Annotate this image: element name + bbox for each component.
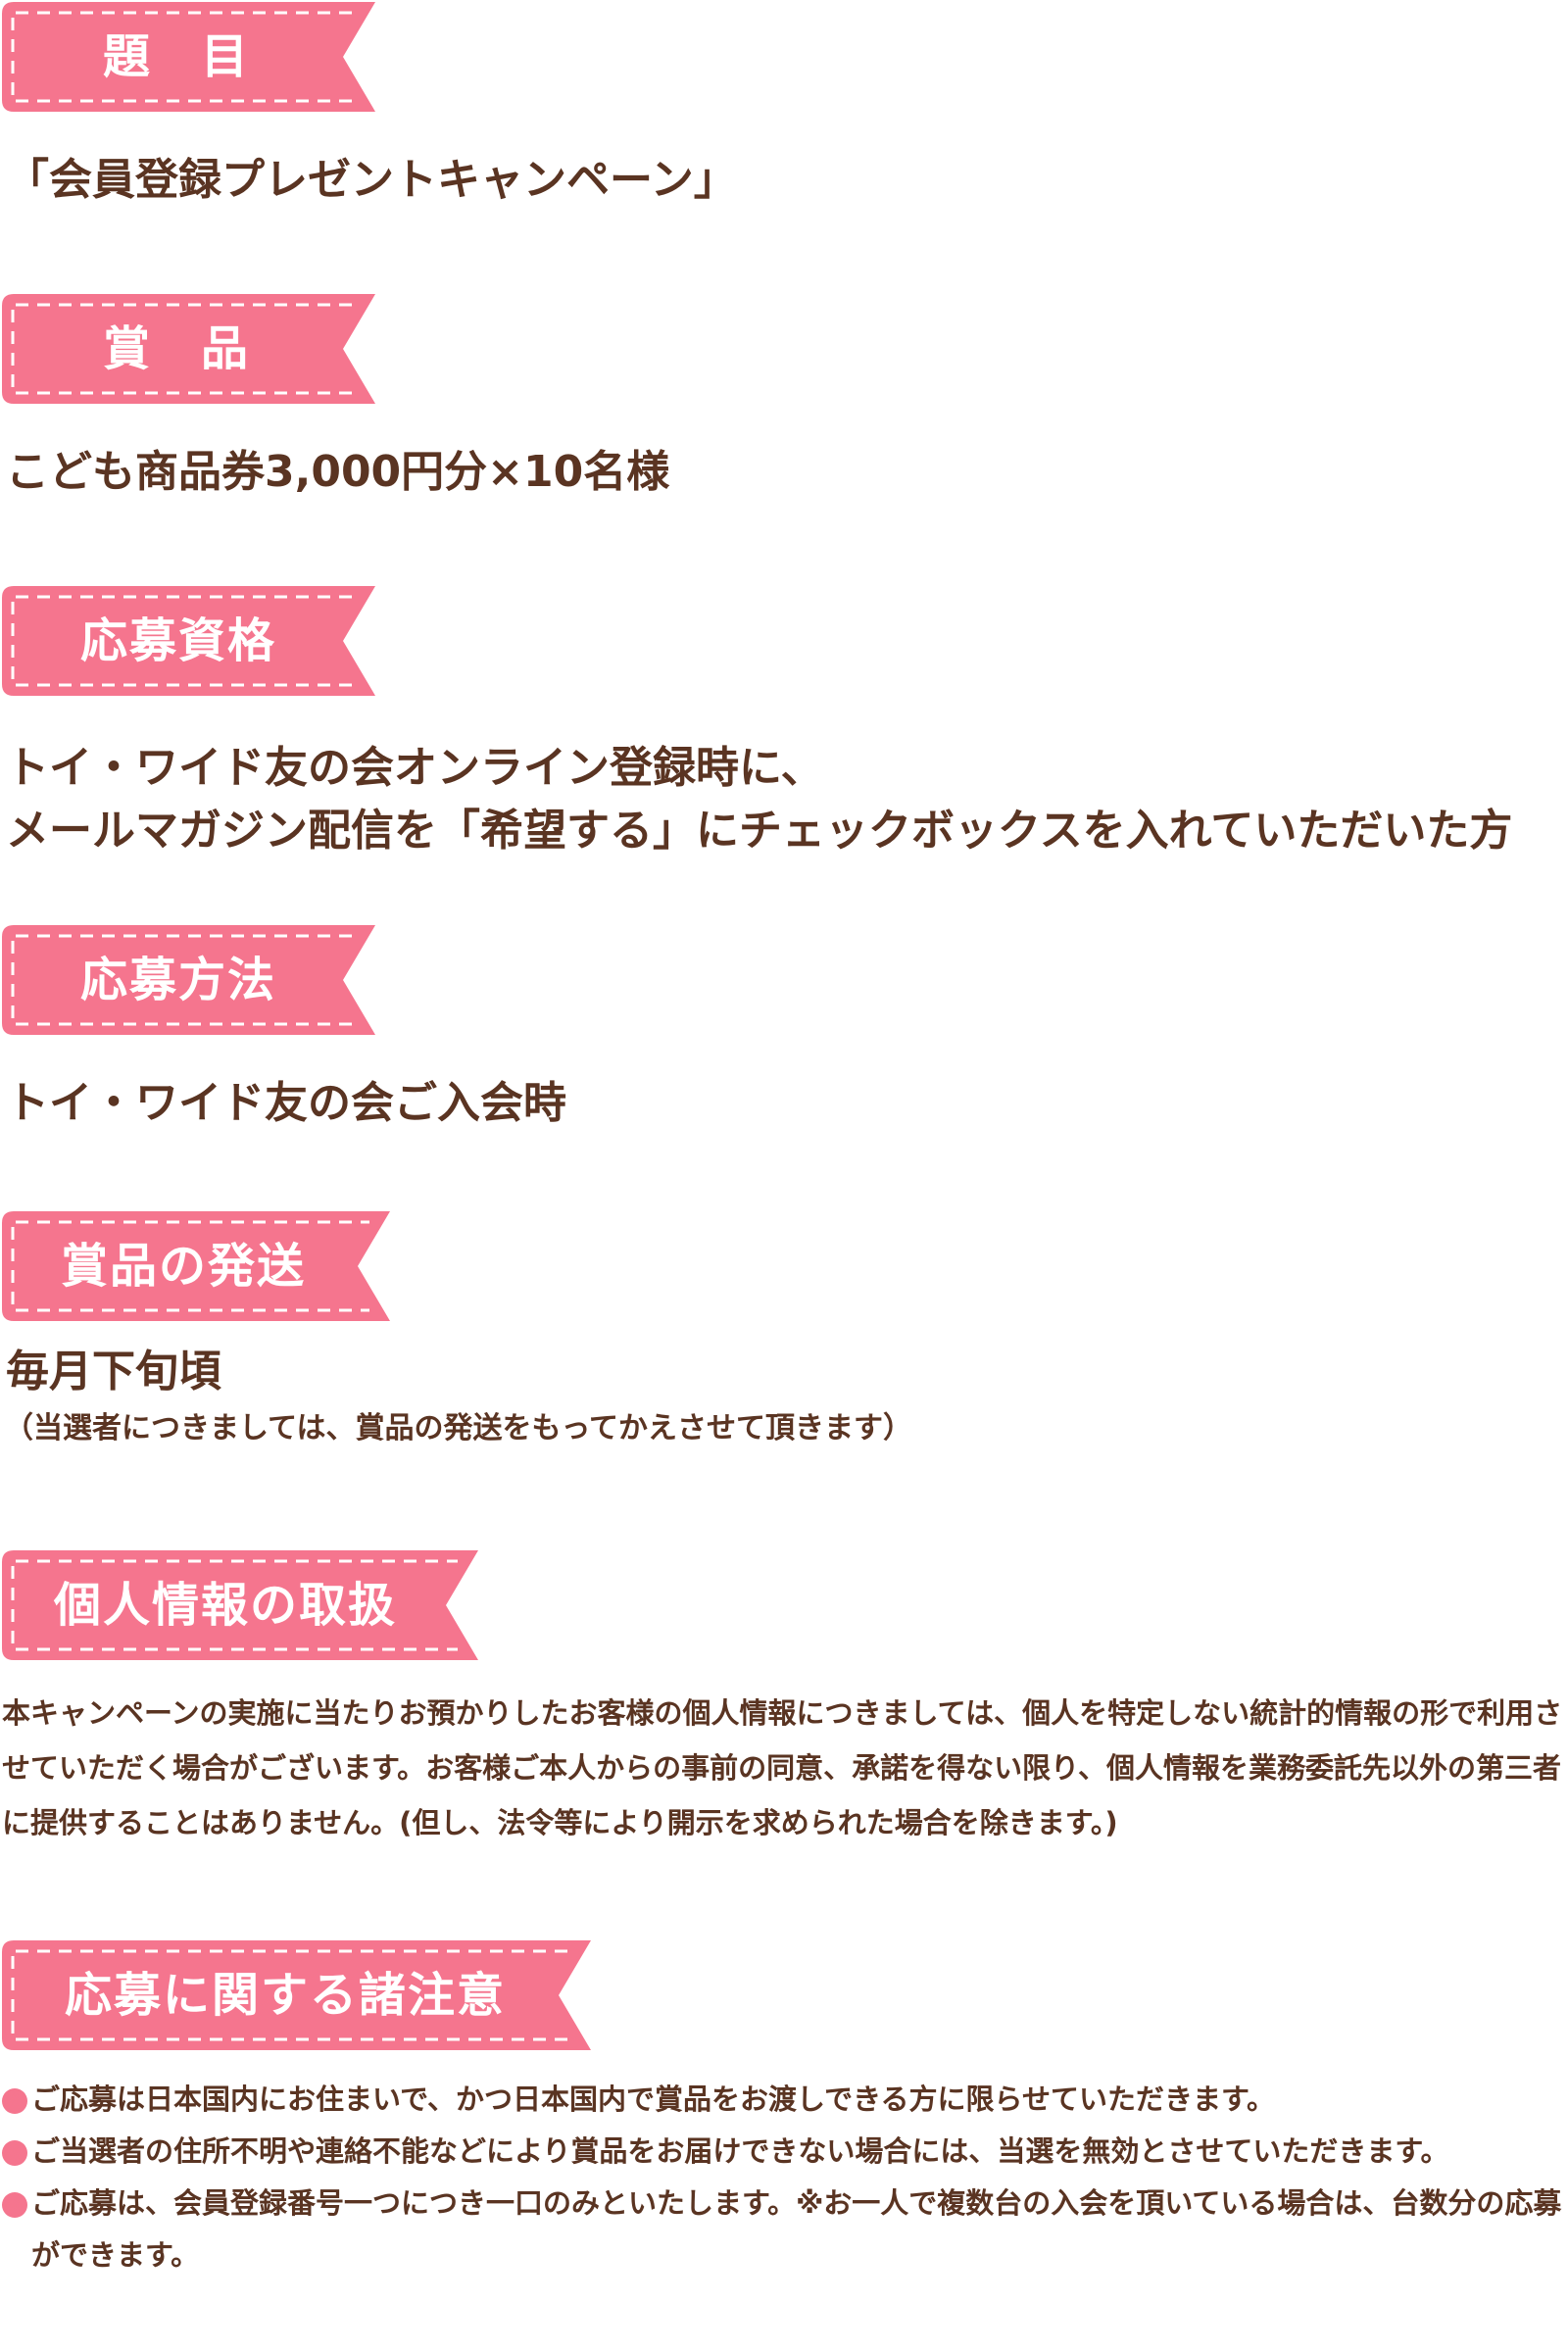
ribbon-shape	[2, 294, 375, 404]
bullet-dot-icon	[2, 2088, 27, 2114]
section-heading: 応募方法	[80, 953, 277, 1007]
shipping-text: 毎月下旬頃	[6, 1347, 221, 1396]
ribbon-privacy: 個人情報の取扱	[0, 1548, 480, 1662]
ribbon-notes: 応募に関する諸注意	[0, 1938, 593, 2052]
section-heading: 個人情報の取扱	[54, 1578, 398, 1633]
section-method: 応募方法 トイ・ワイド友の会ご入会時	[0, 923, 1568, 1135]
section-heading: 題 目	[103, 29, 251, 84]
privacy-text: 本キャンペーンの実施に当たりお預かりしたお客様の個人情報につきましては、個人を特…	[2, 1696, 1563, 1839]
shipping-note: （当選者につきましては、賞品の発送をもってかえさせて頂きます）	[4, 1411, 912, 1446]
ribbon-method: 応募方法	[0, 923, 377, 1037]
ribbon-shape	[2, 1211, 390, 1321]
section-eligibility: 応募資格 トイ・ワイド友の会オンライン登録時に、 メールマガジン配信を「希望する…	[0, 584, 1568, 862]
prize-text: こども商品券3,000円分×10名様	[6, 447, 670, 497]
section-title: 題 目 「会員登録プレゼントキャンペーン」	[0, 0, 1568, 212]
ribbon-shape	[2, 925, 375, 1035]
section-heading: 賞品の発送	[61, 1239, 307, 1294]
note-text: ご応募は、会員登録番号一つにつき一口のみといたします。※お一人で複数台の入会を頂…	[31, 2186, 1562, 2272]
ribbon-prize: 賞 品	[0, 292, 377, 406]
section-prize: 賞 品 こども商品券3,000円分×10名様	[0, 292, 1568, 504]
list-item: ご応募は、会員登録番号一つにつき一口のみといたします。※お一人で複数台の入会を頂…	[0, 2178, 1564, 2281]
campaign-title: 「会員登録プレゼントキャンペーン」	[6, 155, 737, 205]
ribbon-shape	[2, 586, 375, 696]
note-text: ご当選者の住所不明や連絡不能などにより賞品をお届けできない場合には、当選を無効と…	[31, 2134, 1449, 2168]
ribbon-shape	[2, 2, 375, 112]
list-item: ご応募は日本国内にお住まいで、かつ日本国内で賞品をお渡しできる方に限らせていただ…	[0, 2074, 1564, 2126]
bullet-dot-icon	[2, 2192, 27, 2218]
bullet-dot-icon	[2, 2140, 27, 2166]
ribbon-eligibility: 応募資格	[0, 584, 377, 698]
method-text: トイ・ワイド友の会ご入会時	[6, 1078, 566, 1128]
section-heading: 賞 品	[103, 321, 251, 376]
list-item: ご当選者の住所不明や連絡不能などにより賞品をお届けできない場合には、当選を無効と…	[0, 2126, 1564, 2178]
eligibility-text: トイ・ワイド友の会オンライン登録時に、 メールマガジン配信を「希望する」にチェッ…	[6, 743, 1513, 856]
section-heading: 応募に関する諸注意	[65, 1968, 507, 2023]
ribbon-title: 題 目	[0, 0, 377, 114]
section-shipping: 賞品の発送 毎月下旬頃 （当選者につきましては、賞品の発送をもってかえさせて頂き…	[0, 1209, 1568, 1454]
section-heading: 応募資格	[80, 613, 277, 668]
ribbon-shape	[2, 1940, 591, 2050]
ribbon-shipping: 賞品の発送	[0, 1209, 392, 1323]
section-notes: 応募に関する諸注意 ご応募は日本国内にお住まいで、かつ日本国内で賞品をお渡しでき…	[0, 1938, 1568, 2281]
section-privacy: 個人情報の取扱 本キャンペーンの実施に当たりお預かりしたお客様の個人情報につきま…	[0, 1548, 1568, 1850]
note-text: ご応募は日本国内にお住まいで、かつ日本国内で賞品をお渡しできる方に限らせていただ…	[31, 2082, 1276, 2116]
ribbon-shape	[2, 1550, 478, 1660]
notes-list: ご応募は日本国内にお住まいで、かつ日本国内で賞品をお渡しできる方に限らせていただ…	[0, 2074, 1568, 2281]
